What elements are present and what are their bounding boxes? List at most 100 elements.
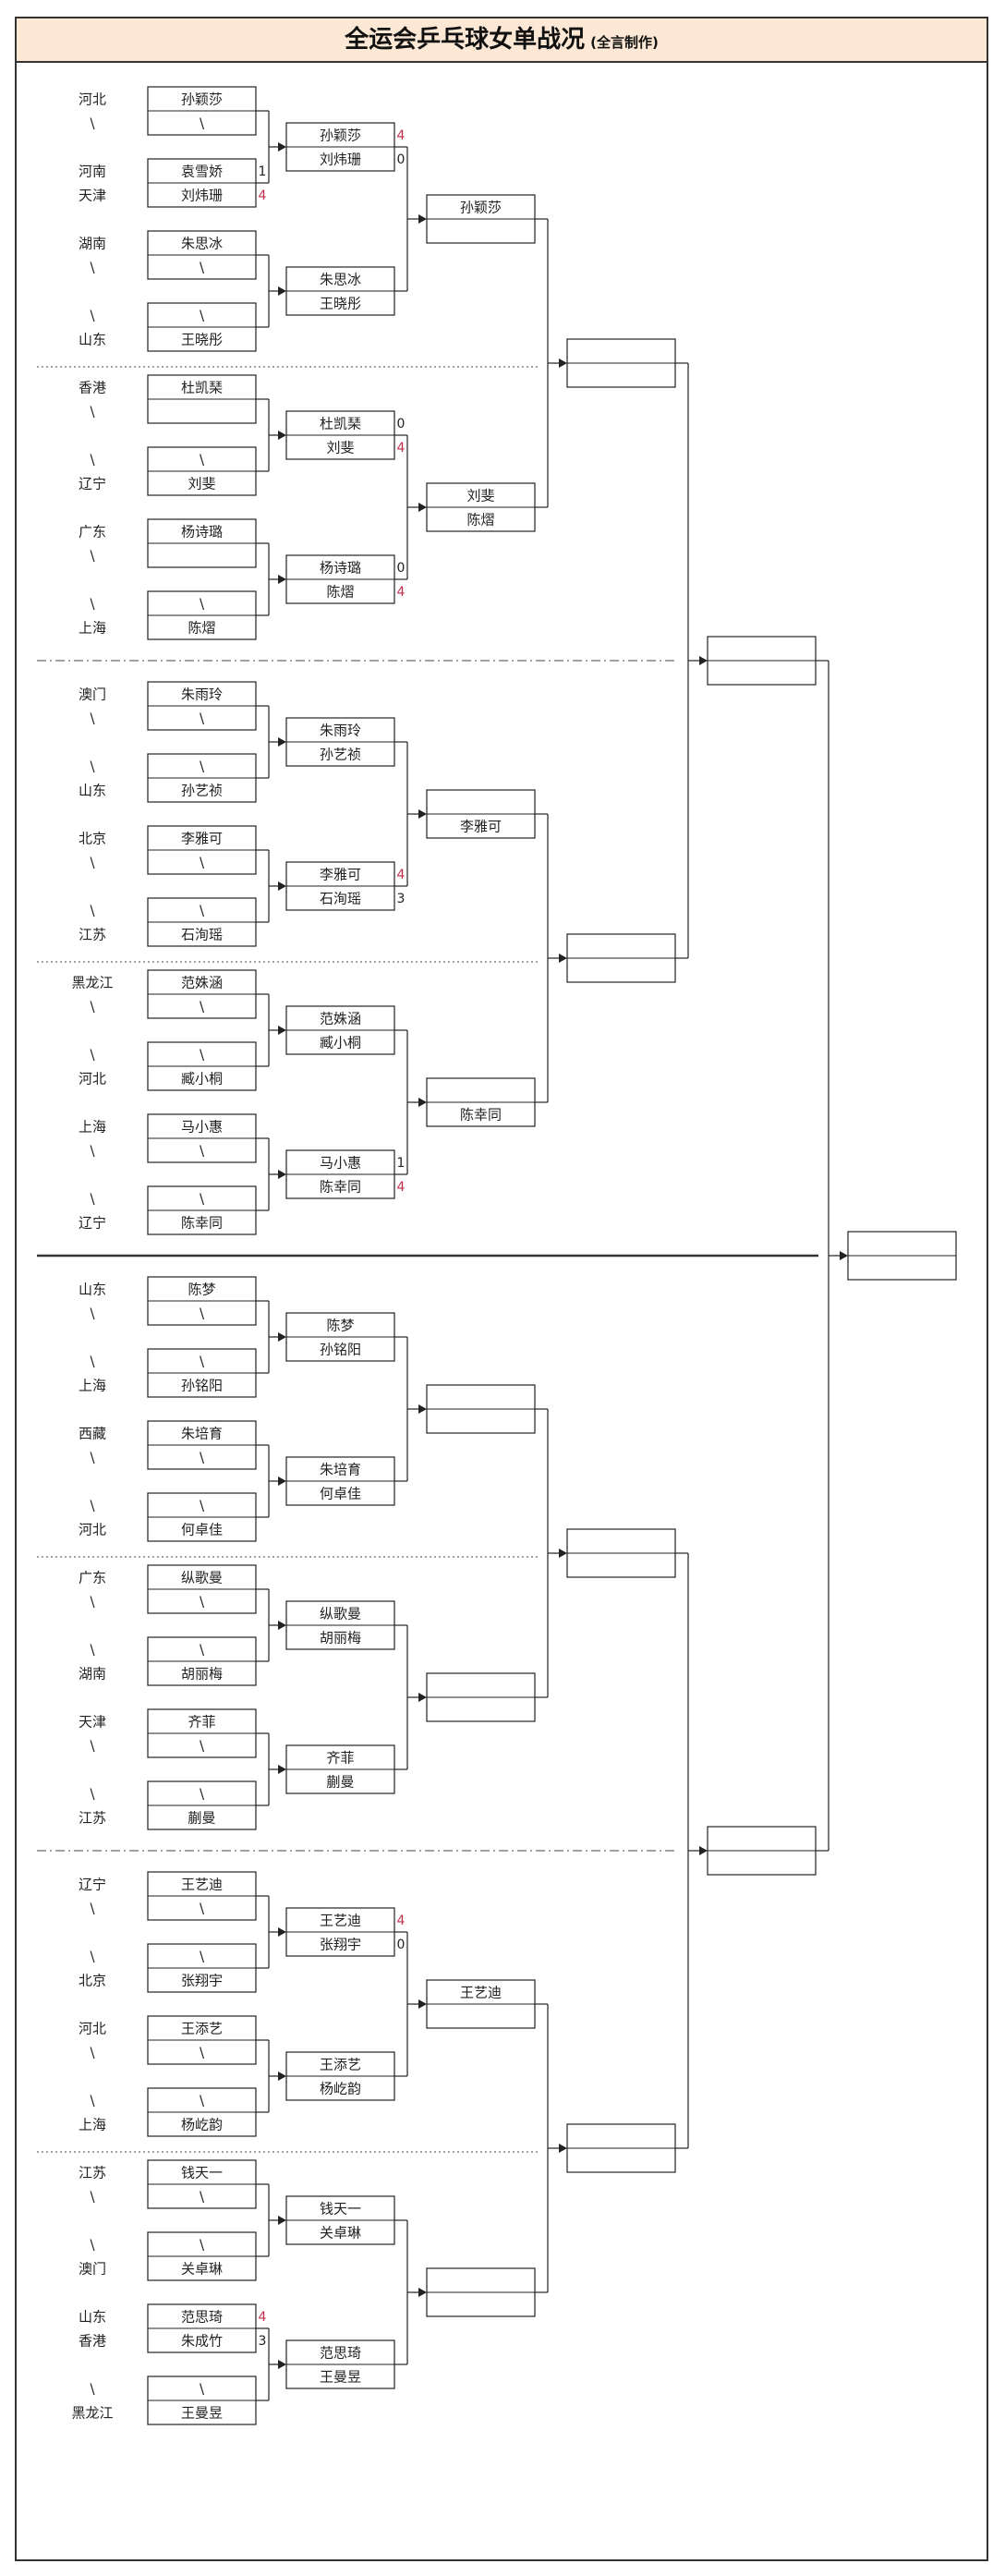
score: 4 [259, 188, 267, 203]
title-bar: 全运会乒乓球女单战况(全言制作) [15, 17, 988, 63]
province-label: 香港 [79, 2333, 106, 2350]
province-label: \ [90, 1191, 95, 1208]
score: 4 [397, 128, 406, 143]
province-label: 上海 [79, 1378, 106, 1394]
province-label: 山东 [79, 2309, 106, 2326]
arrow-icon [699, 656, 708, 665]
player-name: 王曼昱 [320, 2369, 361, 2386]
province-label: \ [90, 1354, 95, 1370]
province-label: 天津 [79, 1714, 106, 1731]
player-name: 杨屹韵 [181, 2117, 223, 2133]
arrow-icon [559, 358, 567, 368]
arrow-icon [278, 737, 286, 747]
arrow-icon [278, 1621, 286, 1630]
arrow-icon [278, 1332, 286, 1342]
player-name: 刘炜珊 [181, 188, 223, 204]
player-name: 钱天一 [320, 2201, 361, 2218]
player-name: \ [200, 1642, 205, 1659]
province-label: 辽宁 [79, 1215, 106, 1232]
player-name: 纵歌曼 [320, 1606, 361, 1622]
score: 4 [397, 1914, 406, 1928]
player-name: 关卓琳 [181, 2261, 223, 2278]
player-name: \ [200, 1191, 205, 1208]
province-label: \ [90, 855, 95, 871]
player-name: 范姝涵 [181, 975, 223, 991]
arrow-icon [418, 503, 427, 512]
player-name: \ [200, 1450, 205, 1466]
player-name: 陈熠 [188, 620, 215, 637]
score: 1 [259, 164, 267, 179]
player-name: 刘炜珊 [320, 152, 361, 168]
score: 0 [397, 1938, 406, 1952]
arrow-icon [278, 1476, 286, 1486]
player-name: 臧小桐 [181, 1071, 223, 1088]
province-label: \ [90, 2237, 95, 2254]
province-label: 河北 [79, 2021, 106, 2037]
player-name: 李雅可 [320, 867, 361, 883]
player-name: 杨诗璐 [320, 560, 361, 577]
player-name: 孙颖莎 [460, 200, 502, 216]
player-name: 胡丽梅 [181, 1666, 223, 1683]
province-label: 河南 [79, 164, 106, 180]
player-name: 蒯曼 [188, 1810, 215, 1827]
province-label: \ [90, 1306, 95, 1322]
player-name: 刘斐 [326, 440, 354, 456]
province-label: \ [90, 1047, 95, 1063]
player-name: \ [200, 1901, 205, 1917]
arrow-icon [278, 575, 286, 584]
player-name: 孙铭阳 [320, 1342, 361, 1358]
player-name: 马小惠 [181, 1119, 223, 1136]
player-name: \ [200, 452, 205, 468]
player-name: \ [200, 596, 205, 613]
player-name: \ [200, 1498, 205, 1514]
province-label: \ [90, 2381, 95, 2398]
province-label: 黑龙江 [71, 975, 113, 991]
score: 4 [259, 2310, 267, 2325]
player-name: \ [200, 2381, 205, 2398]
player-name: \ [200, 1047, 205, 1063]
player-name: 杜凯琹 [181, 380, 223, 396]
player-name: 朱成竹 [181, 2333, 223, 2350]
page-title: 全运会乒乓球女单战况 [345, 26, 586, 54]
player-name: 朱思冰 [181, 236, 223, 252]
score: 3 [397, 892, 406, 906]
arrow-icon [418, 809, 427, 819]
province-label: 山东 [79, 332, 106, 348]
player-name: 齐菲 [326, 1750, 354, 1767]
player-name: 孙艺祯 [181, 783, 223, 799]
province-label: 上海 [79, 620, 106, 637]
arrow-icon [418, 1404, 427, 1414]
arrow-icon [278, 2360, 286, 2369]
player-name: \ [200, 2093, 205, 2109]
arrow-icon [278, 2072, 286, 2081]
province-label: 上海 [79, 1119, 106, 1136]
arrow-icon [278, 431, 286, 440]
arrow-icon [278, 2216, 286, 2225]
province-label: 西藏 [79, 1426, 106, 1442]
province-label: 湖南 [79, 1666, 106, 1683]
player-name: 张翔宇 [181, 1973, 223, 1989]
player-name: \ [200, 1306, 205, 1322]
page-subtitle: (全言制作) [590, 34, 659, 51]
score: 4 [397, 1180, 406, 1195]
province-label: \ [90, 1949, 95, 1965]
player-name: 齐菲 [188, 1714, 215, 1731]
score: 0 [397, 417, 406, 431]
player-name: 马小惠 [320, 1155, 361, 1172]
player-name: \ [200, 1143, 205, 1160]
player-name: \ [200, 855, 205, 871]
player-name: 范姝涵 [320, 1011, 361, 1027]
player-name: \ [200, 903, 205, 919]
player-name: 范思琦 [320, 2345, 361, 2362]
province-label: \ [90, 711, 95, 727]
player-name: \ [200, 2189, 205, 2205]
province-label: 辽宁 [79, 1877, 106, 1893]
province-label: \ [90, 2189, 95, 2205]
player-name: 胡丽梅 [320, 1630, 361, 1646]
player-name: 孙艺祯 [320, 747, 361, 763]
player-name: 王艺迪 [320, 1913, 361, 1929]
province-label: 广东 [79, 1570, 106, 1586]
province-label: 河北 [79, 1071, 106, 1088]
player-name: 陈幸同 [320, 1179, 361, 1196]
